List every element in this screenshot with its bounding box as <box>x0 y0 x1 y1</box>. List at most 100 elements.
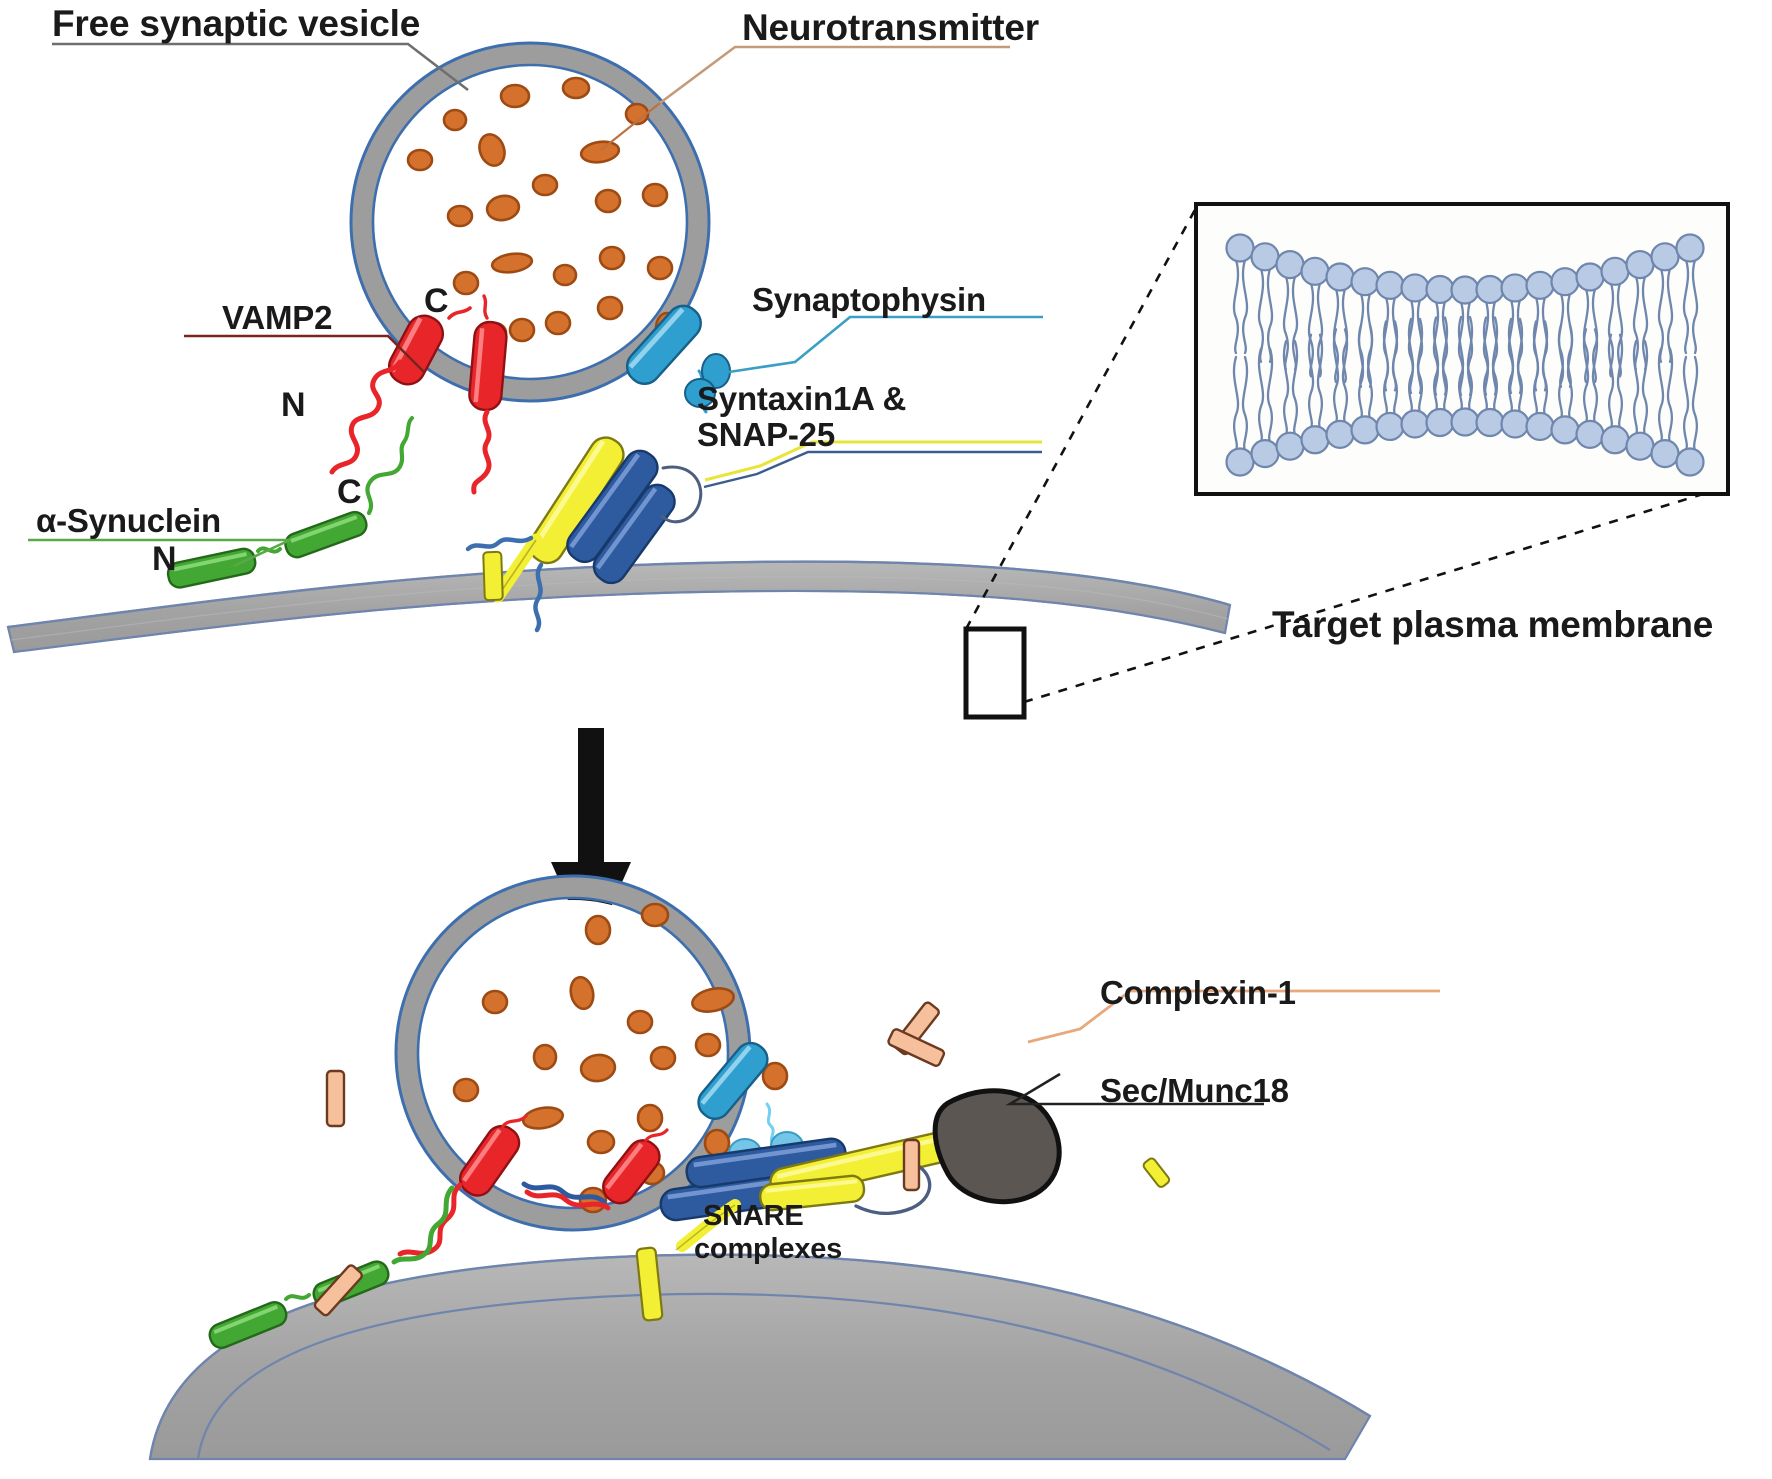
lipid-head-lower <box>1450 407 1480 437</box>
leader-lines-top <box>28 42 1043 568</box>
label-synuclein-c-terminus: C <box>337 473 362 511</box>
lipid-tail <box>1666 347 1674 443</box>
lipid-head-lower <box>1275 431 1305 461</box>
lipid-tail <box>1466 315 1474 412</box>
lipid-tail <box>1582 287 1590 384</box>
label-synaptophysin: Synaptophysin <box>752 281 986 318</box>
lipid-tail <box>1432 300 1440 396</box>
label-snare-complexes-line1: SNARE <box>703 1200 804 1232</box>
lipid-tail <box>1632 275 1640 371</box>
lipid-tail <box>1641 340 1649 436</box>
label-sec-munc18: Sec/Munc18 <box>1100 1072 1289 1109</box>
lipid-head-upper <box>1300 256 1330 286</box>
lipid-tail <box>1282 275 1290 371</box>
lipid-head-upper <box>1575 262 1605 292</box>
lipid-tail <box>1457 315 1465 412</box>
lipid-head-upper <box>1350 267 1380 297</box>
lipid-tail <box>1507 298 1515 395</box>
top-neurotransmitter-group <box>406 76 680 345</box>
lipid-tail <box>1682 258 1690 355</box>
lipid-head-lower <box>1375 411 1405 442</box>
lipid-head-lower <box>1400 409 1430 439</box>
lipid-head-lower <box>1600 425 1630 455</box>
lipid-tail <box>1382 320 1390 416</box>
lipid-tail <box>1307 333 1315 429</box>
lipid-tail <box>1466 300 1474 397</box>
lipid-head-upper <box>1325 262 1355 292</box>
lipid-head-lower <box>1225 447 1255 477</box>
lipid-tail <box>1607 333 1615 429</box>
lipid-bilayer-inset <box>1194 202 1730 496</box>
label-snare-complexes-line2: complexes <box>694 1233 843 1265</box>
lipid-tail <box>1332 328 1340 424</box>
label-target-plasma-membrane: Target plasma membrane <box>1272 604 1714 645</box>
synaptophysin-protein-top <box>625 304 731 414</box>
lipid-head-lower <box>1575 419 1605 449</box>
lipid-tail <box>1482 316 1490 412</box>
lipid-tail <box>1391 320 1399 416</box>
lipid-tail <box>1591 328 1599 424</box>
lipid-head-upper <box>1275 249 1305 280</box>
label-complexin-1: Complexin-1 <box>1100 974 1296 1011</box>
lipid-tail <box>1232 258 1240 355</box>
label-neurotransmitter: Neurotransmitter <box>742 7 1039 48</box>
zoom-connector-lines <box>964 207 1727 704</box>
lipid-tail <box>1266 347 1274 443</box>
top-target-plasma-membrane <box>6 560 1232 654</box>
label-free-synaptic-vesicle: Free synaptic vesicle <box>52 3 421 44</box>
lipid-tail <box>1457 300 1465 397</box>
lipid-head-lower <box>1625 431 1655 461</box>
lipid-tail <box>1366 323 1374 420</box>
label-vamp2-n-terminus: N <box>281 386 306 424</box>
alpha-synuclein-protein-top <box>166 416 414 589</box>
lipid-tail <box>1516 298 1524 395</box>
lipid-head-lower <box>1550 415 1580 445</box>
lipid-tail <box>1416 298 1424 395</box>
lipid-head-lower <box>1525 411 1555 442</box>
lipid-tail <box>1341 328 1349 424</box>
label-vamp2: VAMP2 <box>222 299 333 336</box>
lipid-tail <box>1691 258 1699 355</box>
lipid-tail <box>1507 317 1515 414</box>
lipid-head-lower <box>1325 419 1355 449</box>
lipid-head-upper <box>1475 274 1505 305</box>
lipid-head-upper <box>1450 275 1480 305</box>
lipid-head-lower <box>1650 439 1680 469</box>
lipid-tail <box>1282 340 1290 436</box>
lipid-tail <box>1557 323 1565 420</box>
lipid-tail <box>1241 258 1249 355</box>
lipid-head-lower <box>1300 425 1330 455</box>
membrane-zoom-region-box <box>963 626 1027 720</box>
lipid-tail <box>1232 355 1240 452</box>
lipid-tail <box>1407 317 1415 414</box>
lipid-head-upper <box>1625 249 1655 280</box>
label-alpha-synuclein: α-Synuclein <box>36 502 221 539</box>
lipid-tail <box>1516 317 1524 414</box>
lipid-head-upper <box>1525 270 1555 300</box>
lipid-head-upper <box>1425 274 1455 305</box>
lipid-tail <box>1491 316 1499 412</box>
lipid-head-upper <box>1375 270 1405 300</box>
lipid-head-lower <box>1250 439 1280 469</box>
lipid-tail <box>1532 320 1540 416</box>
label-snap25: SNAP-25 <box>697 416 835 453</box>
lipid-head-upper <box>1500 273 1530 303</box>
lipid-tail <box>1441 316 1449 412</box>
lipid-head-upper <box>1550 267 1580 297</box>
lipid-tail <box>1416 317 1424 414</box>
lipid-head-upper <box>1600 256 1630 286</box>
lipid-tail <box>1482 300 1490 396</box>
label-syntaxin1a: Syntaxin1A & <box>697 380 907 417</box>
snare-bundle-top <box>465 436 703 633</box>
lipid-head-upper <box>1650 242 1680 272</box>
lipid-head-upper <box>1675 233 1705 263</box>
lipid-tail <box>1591 287 1599 384</box>
lipid-tail <box>1316 333 1324 429</box>
lipid-tail <box>1541 320 1549 416</box>
lipid-tail <box>1616 333 1624 429</box>
lipid-tail <box>1641 275 1649 371</box>
lipid-tail <box>1582 328 1590 424</box>
lipid-head-upper <box>1250 242 1280 272</box>
leader-lines-bottom <box>1005 989 1440 1106</box>
